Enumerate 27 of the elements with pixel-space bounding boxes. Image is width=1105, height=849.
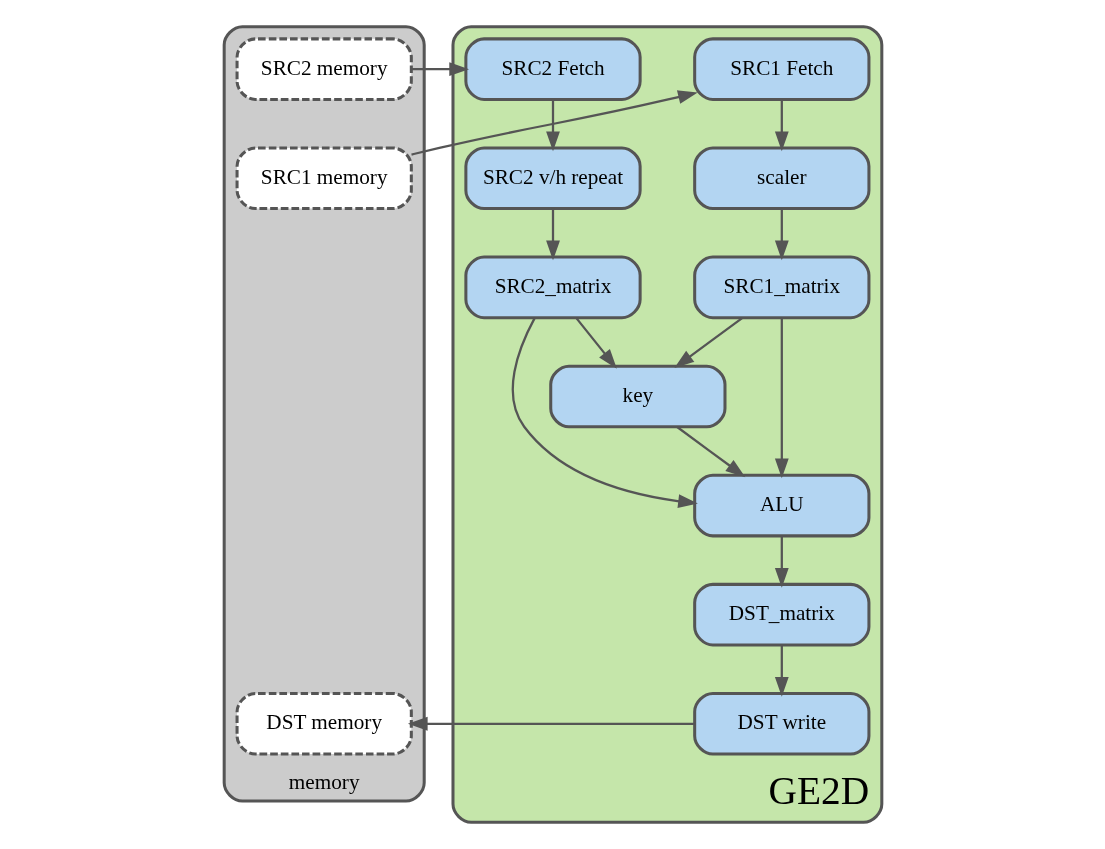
arrow [774,99,789,152]
arrow [774,317,789,479]
arrow [774,645,789,697]
arrow [774,208,789,261]
node-box: SRC2 Fetch [463,37,642,101]
node-box: SRC1 Fetch [692,37,870,101]
arrow [545,208,560,261]
arrow [511,317,698,509]
node-box: ALU [692,473,870,538]
node-box: key [548,364,726,429]
node-box: DST_matrix [692,582,870,647]
node-box: DST memory [235,691,413,756]
node-box: SRC2 v/h repeat [463,146,642,211]
arrow [410,90,698,156]
arrow [673,316,743,369]
arrow [407,716,694,731]
node-box: SRC1_matrix [692,255,870,320]
node-box: SRC2 memory [235,37,413,101]
arrow [774,536,789,588]
arrow [574,317,617,369]
node-box: SRC2_matrix [463,255,642,320]
node-box: scaler [692,146,870,211]
arrow [410,62,469,77]
arrow [545,99,560,152]
node-box: SRC1 memory [235,146,413,211]
arrow [676,426,745,478]
node-box: DST write [692,691,870,756]
